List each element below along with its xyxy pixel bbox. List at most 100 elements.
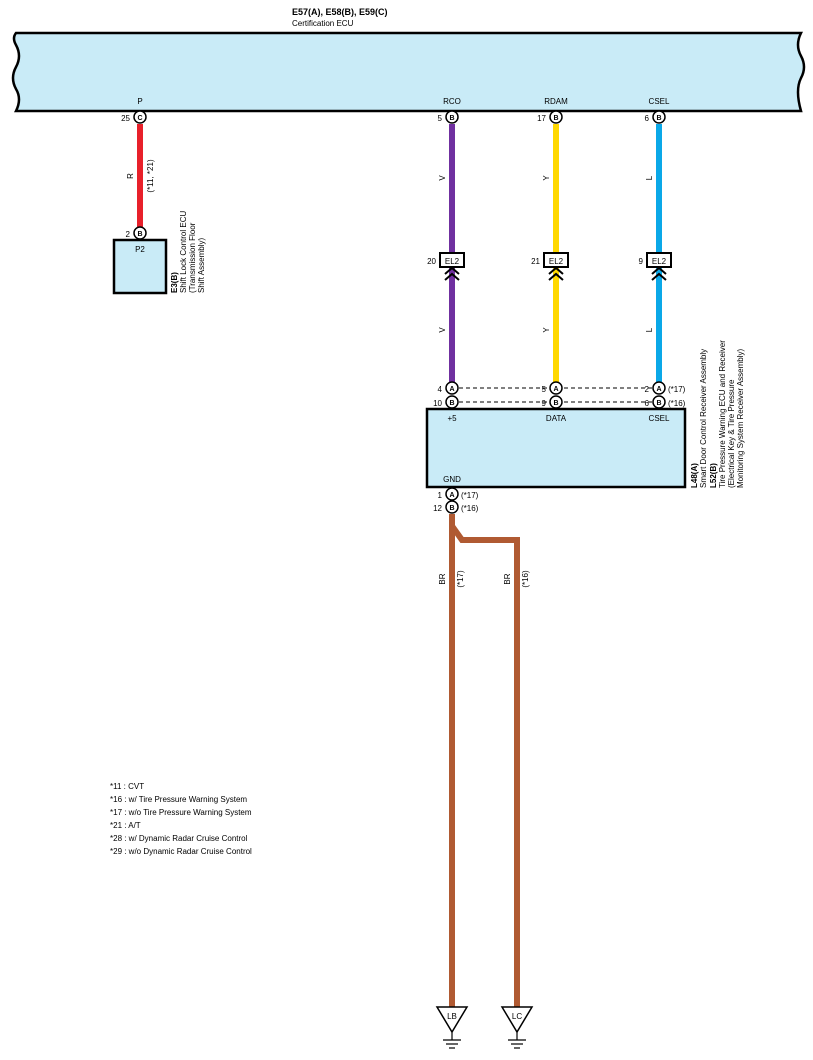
footnote: *16 : w/ Tire Pressure Warning System (110, 795, 247, 804)
receiver-name-b-1: Tire Pressure Warning ECU and Receiver (718, 340, 727, 488)
junction-label: EL2 (549, 257, 564, 266)
ecu-pin-label-csel: CSEL (649, 97, 670, 106)
receiver-pin-b-data: 9 B (542, 395, 563, 409)
ecu-pin-label-rdam: RDAM (544, 97, 568, 106)
pin-number: 10 (433, 399, 442, 408)
pin-connector: A (553, 386, 558, 393)
ecu-pin-number: 25 (121, 114, 130, 123)
wire-code-rco-lower: V (438, 327, 447, 333)
receiver-label-csel: CSEL (649, 414, 670, 423)
ecu-pin-connector: B (449, 115, 454, 122)
pin-number: 6 (645, 399, 650, 408)
pin-connector: B (449, 505, 454, 512)
footnote: *11 : CVT (110, 782, 144, 791)
receiver-pin-a-data: 5 A (542, 381, 563, 395)
receiver-box (425, 407, 687, 489)
shift-lock-pin: 2 B (126, 226, 147, 240)
pin-number: 4 (438, 385, 443, 394)
pin-note: (*16) (461, 504, 479, 513)
shift-lock-pin-number: 2 (126, 230, 131, 239)
ecu-pin-rdam: 17 B (537, 110, 563, 124)
shift-lock-name-2: (Transmission Floor (188, 222, 197, 293)
shift-lock-ecu-box (112, 238, 168, 295)
pin-connector: B (656, 400, 661, 407)
junction-el2-csel: 9 EL2 (639, 252, 672, 281)
footnotes: *11 : CVT *16 : w/ Tire Pressure Warning… (110, 782, 252, 856)
wire-code-p: R (126, 173, 135, 179)
wire-code-rdam-upper: Y (542, 175, 551, 181)
ecu-pin-connector: C (137, 115, 142, 122)
wire-code-csel-lower: L (645, 327, 654, 332)
receiver-gnd-pin-b: 12 B (*16) (433, 500, 479, 514)
junction-el2-rdam: 21 EL2 (531, 252, 569, 281)
ecu-pin-label-p: P (137, 97, 142, 106)
pin-note: (*17) (668, 385, 686, 394)
footnote: *21 : A/T (110, 821, 141, 830)
pin-number: 1 (438, 491, 443, 500)
receiver-pin-a-csel: 2 A (*17) (645, 381, 686, 395)
receiver-name-a: Smart Door Control Receiver Assembly (699, 349, 708, 488)
gnd-wire-code-right: BR (503, 573, 512, 584)
pin-connector: A (449, 386, 454, 393)
gnd-wire-note-right: (*16) (521, 570, 530, 588)
gnd-wire-note-left: (*17) (456, 570, 465, 588)
shift-lock-name-1: Shift Lock Control ECU (179, 211, 188, 293)
receiver-name-b-3: Monitoring System Receiver Assembly) (736, 349, 745, 488)
footnote: *17 : w/o Tire Pressure Warning System (110, 808, 252, 817)
junction-label: EL2 (652, 257, 667, 266)
shift-lock-box-label: P2 (135, 245, 145, 254)
footnote: *28 : w/ Dynamic Radar Cruise Control (110, 834, 248, 843)
ecu-pin-csel: 6 B (645, 110, 666, 124)
ground-lc: LC (500, 1006, 534, 1049)
junction-label: EL2 (445, 257, 460, 266)
receiver-id-b: L52(B) (709, 463, 718, 488)
wire-code-rco-upper: V (438, 175, 447, 181)
pin-connector: A (656, 386, 661, 393)
pin-number: 5 (542, 385, 547, 394)
wire-gnd-brown-right (449, 524, 520, 1008)
ecu-pin-label-rco: RCO (443, 97, 461, 106)
ecu-pin-number: 6 (645, 114, 650, 123)
wire-note-p: (*11, *21) (146, 159, 155, 193)
ecu-pin-number: 5 (438, 114, 443, 123)
pin-number: 2 (645, 385, 650, 394)
ground-label: LC (512, 1012, 522, 1021)
receiver-id-a: L48(A) (690, 463, 699, 488)
ecu-pin-rco: 5 B (438, 110, 459, 124)
junction-pin-number: 9 (639, 257, 644, 266)
ecu-pin-number: 17 (537, 114, 546, 123)
gnd-wire-code-left: BR (438, 573, 447, 584)
footnote: *29 : w/o Dynamic Radar Cruise Control (110, 847, 252, 856)
pin-connector: B (553, 400, 558, 407)
receiver-pin-a-plus5: 4 A (438, 381, 459, 395)
pin-number: 12 (433, 504, 442, 513)
ecu-connector-ids: E57(A), E58(B), E59(C) (292, 7, 388, 17)
junction-pin-number: 20 (427, 257, 436, 266)
shift-lock-id: E3(B) (170, 272, 179, 293)
receiver-label-data: DATA (546, 414, 567, 423)
receiver-label-gnd: GND (443, 475, 461, 484)
receiver-gnd-pin-a: 1 A (*17) (438, 487, 479, 501)
wire-code-csel-upper: L (645, 175, 654, 180)
ecu-pin-p: 25 C (121, 110, 147, 124)
ecu-pin-connector: B (553, 115, 558, 122)
receiver-label-plus5: +5 (447, 414, 457, 423)
wire-code-rdam-lower: Y (542, 327, 551, 333)
certification-ecu-body (11, 31, 806, 113)
receiver-pin-b-plus5: 10 B (433, 395, 459, 409)
pin-number: 9 (542, 399, 547, 408)
ground-lb: LB (435, 1006, 469, 1049)
ecu-name: Certification ECU (292, 19, 354, 28)
shift-lock-pin-connector: B (137, 231, 142, 238)
pin-connector: A (449, 492, 454, 499)
ecu-pin-connector: B (656, 115, 661, 122)
ground-label: LB (447, 1012, 457, 1021)
receiver-name-b-2: (Electrical Key & Tire Pressure (727, 379, 736, 488)
junction-pin-number: 21 (531, 257, 540, 266)
pin-note: (*16) (668, 399, 686, 408)
shift-lock-name-3: Shift Assembly) (197, 238, 206, 293)
pin-note: (*17) (461, 491, 479, 500)
pin-connector: B (449, 400, 454, 407)
junction-el2-rco: 20 EL2 (427, 252, 465, 281)
